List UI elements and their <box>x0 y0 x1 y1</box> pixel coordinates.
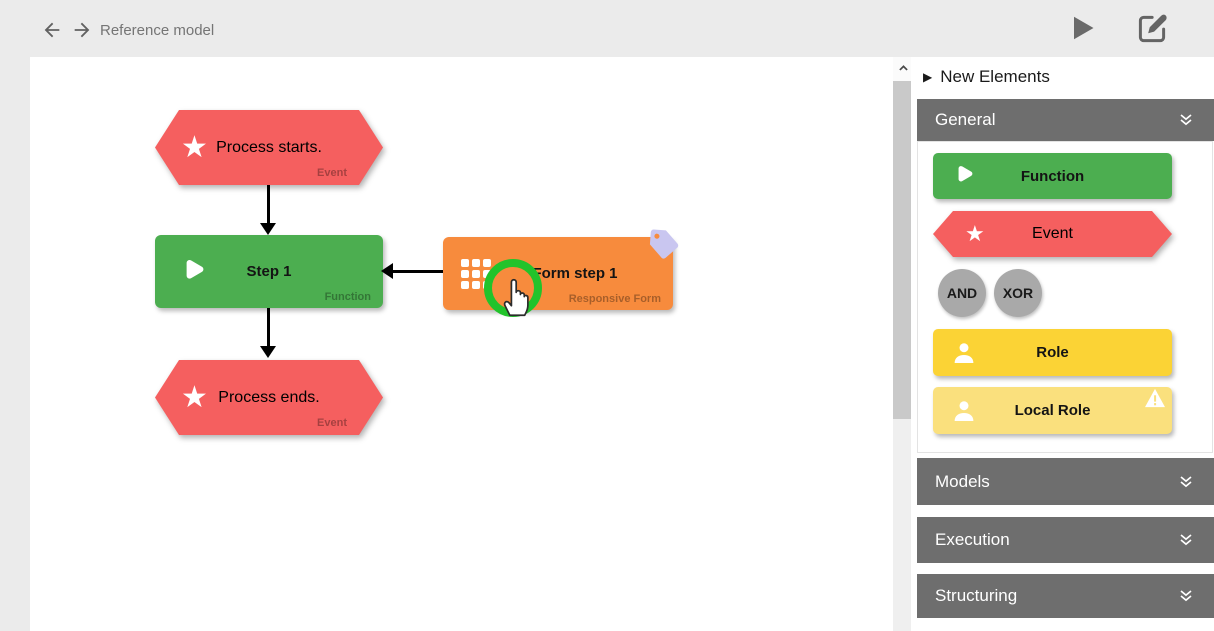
chevron-double-down-icon <box>1176 586 1196 606</box>
section-label: Structuring <box>935 586 1018 605</box>
top-toolbar: Reference model <box>0 0 1214 57</box>
palette-local-role[interactable]: Local Role <box>933 387 1172 434</box>
page-title: Reference model <box>100 22 215 39</box>
arrowhead-icon <box>260 223 276 235</box>
arrow-left-icon <box>41 22 63 44</box>
palette-label: Function <box>1020 167 1085 185</box>
function-pick-icon <box>175 255 209 289</box>
edit-icon <box>1136 14 1170 48</box>
chevron-double-down-icon <box>1176 110 1196 130</box>
arrowhead-icon <box>260 346 276 358</box>
section-header-structuring[interactable]: Structuring <box>917 574 1214 618</box>
section-header-models[interactable]: Models <box>917 458 1214 505</box>
node-form-step1[interactable]: Form step 1 Responsive Form <box>443 237 673 310</box>
node-label: Step 1 <box>246 263 292 280</box>
palette-xor-gateway[interactable]: XOR <box>994 269 1042 317</box>
edge-start-to-step1[interactable] <box>267 185 270 225</box>
node-event-process-starts[interactable]: ★ Process starts. Event <box>155 110 383 185</box>
node-event-process-ends[interactable]: ★ Process ends. Event <box>155 360 383 435</box>
palette-label: XOR <box>1002 285 1034 301</box>
section-label: General <box>935 110 996 129</box>
function-pick-icon <box>949 162 977 190</box>
palette-label: Event <box>1032 225 1073 242</box>
tag-icon <box>646 227 682 263</box>
node-function-step1[interactable]: Step 1 Function <box>155 235 383 308</box>
node-type-label: Responsive Form <box>568 293 661 305</box>
model-canvas[interactable]: ★ Process starts. Event Step 1 Function … <box>30 57 893 631</box>
node-type-label: Event <box>317 167 347 179</box>
back-button[interactable] <box>41 19 63 41</box>
hand-cursor-icon <box>496 269 530 319</box>
chevron-double-down-icon <box>1176 530 1196 550</box>
scrollbar-thumb[interactable] <box>893 81 911 419</box>
star-icon: ★ <box>181 380 208 414</box>
forward-button[interactable] <box>71 19 93 41</box>
new-elements-sidebar: ▶New Elements General Function ★ Event A… <box>911 57 1214 631</box>
edge-form-to-step1[interactable] <box>392 270 443 273</box>
arrow-right-icon <box>71 22 93 44</box>
palette-role[interactable]: Role <box>933 329 1172 376</box>
chevron-up-icon <box>897 63 910 78</box>
chevron-double-down-icon <box>1176 472 1196 492</box>
node-label: Process starts. <box>216 138 322 156</box>
section-label: Models <box>935 471 990 491</box>
edge-step1-to-end[interactable] <box>267 308 270 348</box>
node-type-label: Event <box>317 417 347 429</box>
canvas-vertical-scrollbar[interactable] <box>893 57 911 631</box>
warning-icon <box>1144 388 1166 408</box>
edit-model-button[interactable] <box>1136 11 1170 45</box>
scroll-up-button[interactable] <box>893 57 911 81</box>
palette-label: AND <box>946 285 978 301</box>
palette-label: Role <box>1036 344 1069 361</box>
disclosure-triangle-icon: ▶ <box>923 70 933 84</box>
node-type-label: Function <box>324 291 371 303</box>
node-label: Process ends. <box>218 388 320 406</box>
person-icon <box>949 396 979 426</box>
arrowhead-icon <box>381 263 393 279</box>
play-icon <box>1062 16 1098 49</box>
palette-label: Local Role <box>1014 402 1091 419</box>
section-label: Execution <box>935 530 1010 549</box>
palette-event[interactable]: ★ Event <box>933 211 1172 257</box>
star-icon: ★ <box>965 221 985 246</box>
section-header-execution[interactable]: Execution <box>917 517 1214 563</box>
run-model-button[interactable] <box>1062 10 1098 46</box>
palette-and-gateway[interactable]: AND <box>938 269 986 317</box>
star-icon: ★ <box>181 130 208 164</box>
palette-function[interactable]: Function <box>933 153 1172 199</box>
sidebar-title[interactable]: ▶New Elements <box>923 67 1050 86</box>
person-icon <box>949 338 979 368</box>
node-label: Form step 1 <box>532 265 618 282</box>
section-header-general[interactable]: General <box>917 99 1214 141</box>
